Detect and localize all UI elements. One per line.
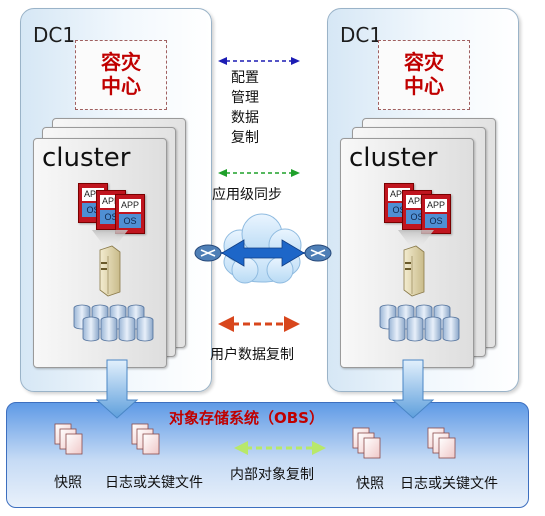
left-dc-title: DC1 [33, 23, 76, 47]
right-storage-disks-icon [379, 304, 460, 342]
config-sync-arrow [218, 57, 300, 65]
left-logfile-label: 日志或关键文件 [105, 475, 203, 491]
right-drc-box: 容灾 中心 [378, 40, 470, 110]
right-router-icon [304, 244, 332, 262]
right-down-arrow [391, 359, 435, 419]
left-shade-icon [92, 230, 128, 254]
obs-title: 对象存储系统（OBS） [169, 409, 324, 427]
network-double-arrow [221, 239, 305, 267]
left-drc-box: 容灾 中心 [75, 40, 167, 110]
right-snapshot-label: 快照 [356, 476, 384, 492]
right-shade-icon [398, 230, 434, 254]
right-drc-line2: 中心 [404, 74, 444, 98]
right-cluster-label: cluster [349, 143, 438, 173]
right-snapshot-icon [352, 427, 381, 459]
app-sync-label: 应用级同步 [212, 187, 282, 203]
config-label-line1: 配置 [231, 70, 259, 86]
left-down-arrow [95, 359, 139, 419]
internal-copy-arrow [234, 441, 326, 455]
right-logfile-icon [427, 427, 456, 459]
config-label-line4: 复制 [231, 130, 259, 146]
right-drc-line1: 容灾 [404, 50, 444, 74]
left-snapshot-icon [54, 423, 83, 455]
left-server-icon [99, 245, 121, 297]
left-cluster-label: cluster [42, 143, 131, 173]
right-dc-title: DC1 [340, 23, 383, 47]
left-logfile-icon [131, 423, 160, 455]
user-data-arrow [218, 316, 300, 332]
config-label-line3: 数据 [231, 110, 259, 126]
left-drc-line2: 中心 [101, 74, 141, 98]
left-snapshot-label: 快照 [54, 475, 82, 491]
user-data-label: 用户数据复制 [210, 347, 294, 363]
app-sync-arrow [218, 169, 300, 177]
internal-copy-label: 内部对象复制 [230, 467, 314, 483]
left-storage-disks-icon [73, 304, 154, 342]
right-logfile-label: 日志或关键文件 [400, 476, 498, 492]
right-server-icon [403, 245, 425, 297]
left-router-icon [194, 244, 222, 262]
config-label-line2: 管理 [231, 90, 259, 106]
left-drc-line1: 容灾 [101, 50, 141, 74]
